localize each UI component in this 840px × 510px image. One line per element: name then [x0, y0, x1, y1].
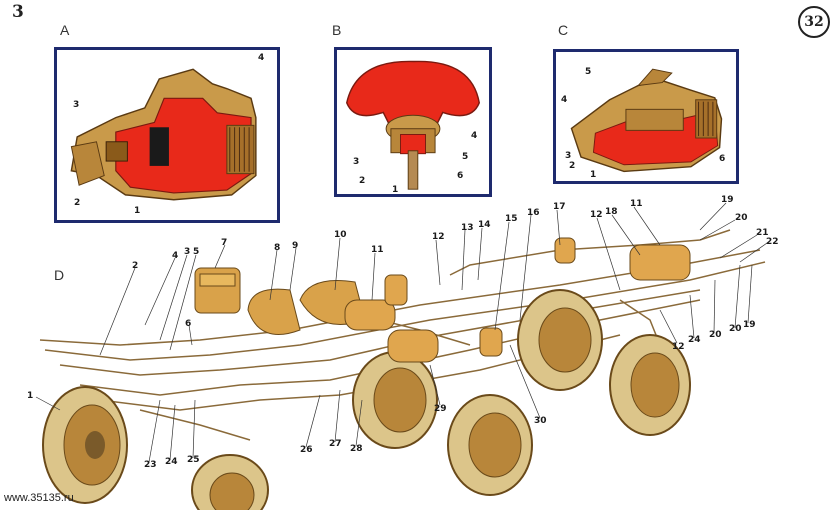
callout-d-11: 11 — [371, 245, 384, 255]
callout-c-4: 4 — [561, 95, 568, 105]
panel-b-cutaway — [346, 60, 480, 190]
callout-b-5: 5 — [462, 152, 469, 162]
callout-d-24b: 24 — [688, 335, 701, 345]
callout-b-4: 4 — [471, 131, 478, 141]
callout-d-24a: 24 — [165, 457, 178, 467]
panel-a-cutaway — [70, 68, 257, 201]
callout-d-8: 8 — [274, 243, 281, 253]
callout-d-20c: 20 — [729, 324, 742, 334]
callout-d-19a: 19 — [721, 195, 734, 205]
panel-a-letter: A — [60, 22, 70, 38]
callout-d-22: 22 — [766, 237, 779, 247]
callout-a-1: 1 — [134, 206, 141, 216]
callout-d-12b: 12 — [590, 210, 603, 220]
plate-number: 32 — [804, 14, 824, 30]
callout-d-10: 10 — [334, 230, 347, 240]
callout-d-16: 16 — [527, 208, 540, 218]
callout-d-20b: 20 — [709, 330, 722, 340]
rear-brake-chamber-unit — [479, 237, 691, 357]
panel-b-letter: B — [332, 22, 342, 38]
brake-drum-front-right — [191, 454, 269, 510]
callout-d-23: 23 — [144, 460, 157, 470]
callout-d-19b: 19 — [743, 320, 756, 330]
callout-d-4: 4 — [172, 251, 179, 261]
brake-drum-front-left — [42, 386, 128, 504]
callout-d-21: 21 — [756, 228, 769, 238]
callout-c-6: 6 — [719, 154, 726, 164]
callout-d-9: 9 — [292, 241, 299, 251]
callout-b-1: 1 — [392, 185, 399, 195]
website-url: www.35135.ru — [4, 492, 74, 504]
callout-d-28: 28 — [350, 444, 363, 454]
brake-drum-middle-left — [352, 351, 438, 449]
callout-d-1: 1 — [27, 391, 34, 401]
callout-d-14: 14 — [478, 220, 491, 230]
brake-drum-rear-right — [609, 334, 691, 436]
callout-c-1: 1 — [590, 170, 597, 180]
panel-c-cutaway — [570, 68, 723, 173]
callout-d-15: 15 — [505, 214, 518, 224]
callout-d-18: 18 — [605, 207, 618, 217]
callout-d-27: 27 — [329, 439, 342, 449]
callout-c-2: 2 — [569, 161, 576, 171]
page-number: 3 — [12, 2, 24, 22]
callout-d-20a: 20 — [735, 213, 748, 223]
callout-d-17: 17 — [553, 202, 566, 212]
panel-a-frame — [54, 47, 280, 223]
air-receivers — [247, 274, 439, 363]
panel-c-frame — [553, 49, 739, 184]
callout-b-2: 2 — [359, 176, 366, 186]
callout-a-2: 2 — [74, 198, 81, 208]
plate-number-badge: 32 — [798, 6, 830, 38]
panel-c-letter: C — [558, 22, 569, 38]
callout-d-7: 7 — [221, 238, 228, 248]
callout-d-29: 29 — [434, 404, 447, 414]
callout-d-12c: 12 — [672, 342, 685, 352]
callout-d-6: 6 — [185, 319, 192, 329]
callout-a-3: 3 — [73, 100, 80, 110]
brake-drum-rear-left — [517, 289, 603, 391]
callout-d-30: 30 — [534, 416, 547, 426]
leader-lines — [35, 202, 768, 463]
callout-d-12a: 12 — [432, 232, 445, 242]
brake-drum-middle-right — [447, 394, 533, 496]
callout-d-26: 26 — [300, 445, 313, 455]
callout-c-5: 5 — [585, 67, 592, 77]
callout-a-4: 4 — [258, 53, 265, 63]
compressor — [194, 267, 241, 314]
callout-d-25: 25 — [187, 455, 200, 465]
panel-d-letter: D — [54, 267, 65, 283]
callout-b-6: 6 — [457, 171, 464, 181]
callout-c-3: 3 — [565, 151, 572, 161]
callout-d-3: 3 — [184, 247, 191, 257]
callout-d-11b: 11 — [630, 199, 643, 209]
panel-b-frame — [334, 47, 492, 197]
callout-d-2: 2 — [132, 261, 139, 271]
callout-d-13: 13 — [461, 223, 474, 233]
callout-d-5: 5 — [193, 247, 200, 257]
callout-b-3: 3 — [353, 157, 360, 167]
